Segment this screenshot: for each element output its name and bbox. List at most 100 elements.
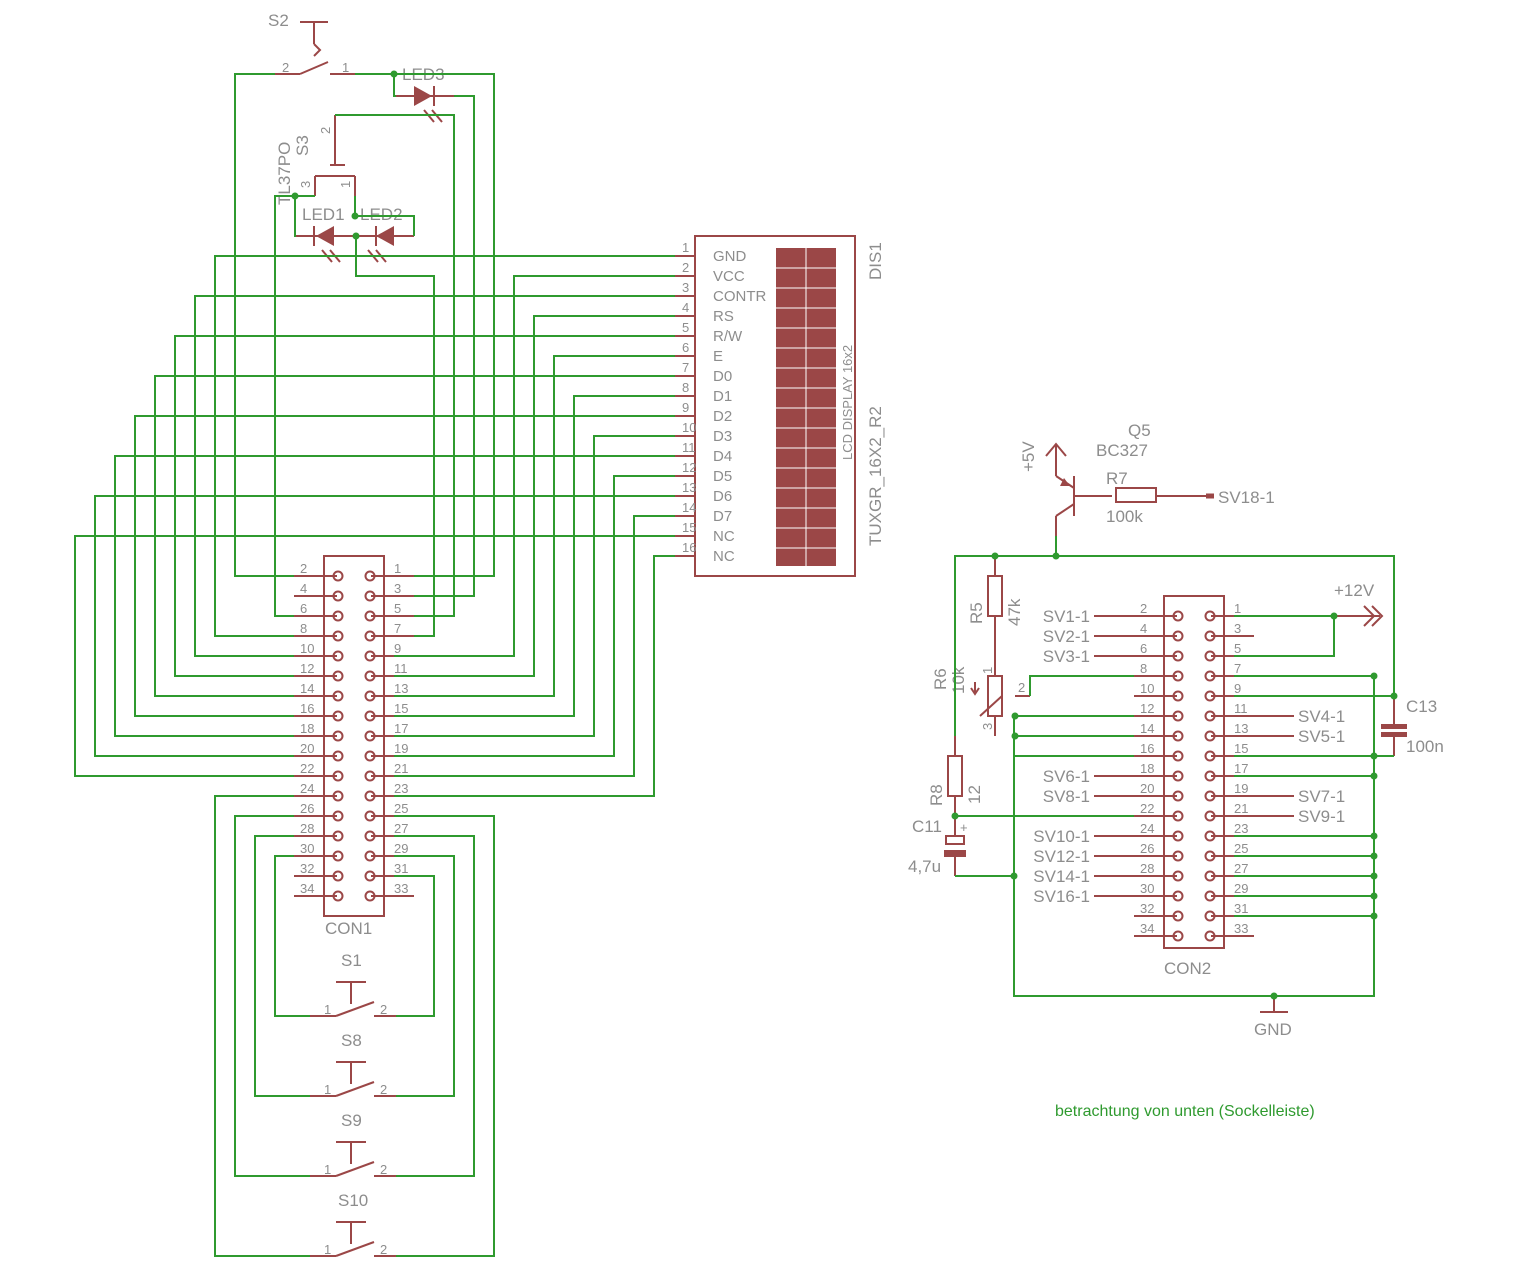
con1-pin-hole xyxy=(332,690,344,702)
s3-pin3: 3 xyxy=(298,181,313,188)
switch-s9: S9 1 2 xyxy=(310,1111,396,1177)
con2-pin-hole xyxy=(1204,750,1216,762)
lcd-pin-name: GND xyxy=(713,248,747,265)
con2-pin-number: 4 xyxy=(1140,621,1147,636)
con2-pin-hole xyxy=(1204,710,1216,722)
led2: LED2 xyxy=(356,205,414,263)
con1-pin-number: 9 xyxy=(394,641,401,656)
lcd-pin-name: D6 xyxy=(713,488,732,505)
signal-label: SV9-1 xyxy=(1298,807,1345,826)
con2-pin-number: 32 xyxy=(1140,901,1154,916)
con2-pin-hole xyxy=(1172,750,1184,762)
lcd-pin-number: 9 xyxy=(682,400,689,415)
lcd-pin-number: 13 xyxy=(682,480,696,495)
top-wiring xyxy=(234,70,495,637)
c11-name: C11 xyxy=(912,817,942,836)
s2-pin2: 2 xyxy=(282,60,289,75)
con1-pin-hole xyxy=(364,710,376,722)
con1-pin-hole xyxy=(364,650,376,662)
s2-pin1: 1 xyxy=(342,60,349,75)
signal-label: SV2-1 xyxy=(1043,627,1090,646)
switch-wiring xyxy=(214,795,495,1257)
con1-pin-hole xyxy=(332,730,344,742)
con1-pin-hole xyxy=(332,770,344,782)
signal-sv18: SV18-1 xyxy=(1218,488,1275,507)
con2-pin-hole xyxy=(1204,650,1216,662)
con1-pin-hole xyxy=(364,770,376,782)
con2-pin-number: 22 xyxy=(1140,801,1154,816)
con2-pin-number: 25 xyxy=(1234,841,1248,856)
con1-pin-hole xyxy=(332,750,344,762)
con1-pin-hole xyxy=(364,730,376,742)
con2-pin-number: 16 xyxy=(1140,741,1154,756)
con2-pin-number: 33 xyxy=(1234,921,1248,936)
gnd-label: GND xyxy=(1254,1020,1292,1039)
con1-pin-number: 16 xyxy=(300,701,314,716)
con2-pin-number: 21 xyxy=(1234,801,1248,816)
con1-pin-hole xyxy=(332,890,344,902)
signal-label: SV12-1 xyxy=(1033,847,1090,866)
con1-pin-number: 3 xyxy=(394,581,401,596)
lcd-pin-name: D3 xyxy=(713,428,732,445)
lcd-value: TUXGR_16X2_R2 xyxy=(866,406,885,546)
q5-value: BC327 xyxy=(1096,441,1148,460)
s10-name: S10 xyxy=(338,1191,368,1210)
signal-label: SV10-1 xyxy=(1033,827,1090,846)
con2-pin-hole xyxy=(1204,910,1216,922)
signal-label: SV5-1 xyxy=(1298,727,1345,746)
lcd-pin-name: R/W xyxy=(713,328,743,345)
con1-pin-hole xyxy=(332,790,344,802)
con1-pin-hole xyxy=(332,630,344,642)
con1-pin-number: 33 xyxy=(394,881,408,896)
led1-name: LED1 xyxy=(302,205,345,224)
led1: LED1 xyxy=(296,205,354,263)
con2-pin-number: 30 xyxy=(1140,881,1154,896)
c11-plus: + xyxy=(960,820,968,835)
con1-pin-number: 24 xyxy=(300,781,314,796)
capacitor-c11: + C11 4,7u xyxy=(908,816,968,876)
con2-pin-hole xyxy=(1172,650,1184,662)
con1-pin-hole xyxy=(364,850,376,862)
v12-label: +12V xyxy=(1334,581,1375,600)
resistor-r7: R7 100k SV18-1 xyxy=(1106,469,1275,526)
con1-pin-hole xyxy=(364,590,376,602)
con2-pin-number: 18 xyxy=(1140,761,1154,776)
con1-pin-number: 1 xyxy=(394,561,401,576)
signal-label: SV6-1 xyxy=(1043,767,1090,786)
con1-pin-hole xyxy=(364,750,376,762)
con2-pin-hole xyxy=(1172,730,1184,742)
lcd-pin-number: 2 xyxy=(682,260,689,275)
con2-pin-number: 31 xyxy=(1234,901,1248,916)
con1-pin-number: 18 xyxy=(300,721,314,736)
c11-value: 4,7u xyxy=(908,857,941,876)
lcd-pin-number: 10 xyxy=(682,420,696,435)
v5-supply: +5V xyxy=(1019,441,1038,472)
lcd-pin-name: D4 xyxy=(713,448,732,465)
con2-pin-number: 28 xyxy=(1140,861,1154,876)
con2-pin-number: 17 xyxy=(1234,761,1248,776)
signal-label: SV7-1 xyxy=(1298,787,1345,806)
con1-pin-number: 15 xyxy=(394,701,408,716)
con2-pin-number: 6 xyxy=(1140,641,1147,656)
c13-name: C13 xyxy=(1406,697,1437,716)
con2-pin-number: 34 xyxy=(1140,921,1154,936)
con1-pin-hole xyxy=(332,610,344,622)
con1-pin-hole xyxy=(332,710,344,722)
r6-pin2: 2 xyxy=(1018,680,1025,695)
signal-label: SV8-1 xyxy=(1043,787,1090,806)
s10-pin2: 2 xyxy=(380,1242,387,1257)
potentiometer-r6: 1 2 3 R6 10k xyxy=(931,636,1030,736)
c13-value: 100n xyxy=(1406,737,1444,756)
signal-labels-left: SV1-1SV2-1SV3-1SV6-1SV8-1SV10-1SV12-1SV1… xyxy=(1033,607,1134,906)
con1-pin-hole xyxy=(332,650,344,662)
con1-pin-number: 20 xyxy=(300,741,314,756)
q5-name: Q5 xyxy=(1128,421,1151,440)
s3-pin2: 2 xyxy=(318,127,333,134)
con1-pin-number: 8 xyxy=(300,621,307,636)
con2-pin-hole xyxy=(1204,830,1216,842)
con1-pin-hole xyxy=(364,610,376,622)
con2-pin-number: 20 xyxy=(1140,781,1154,796)
con2-pin-hole xyxy=(1204,930,1216,942)
con1-pin-hole xyxy=(364,830,376,842)
